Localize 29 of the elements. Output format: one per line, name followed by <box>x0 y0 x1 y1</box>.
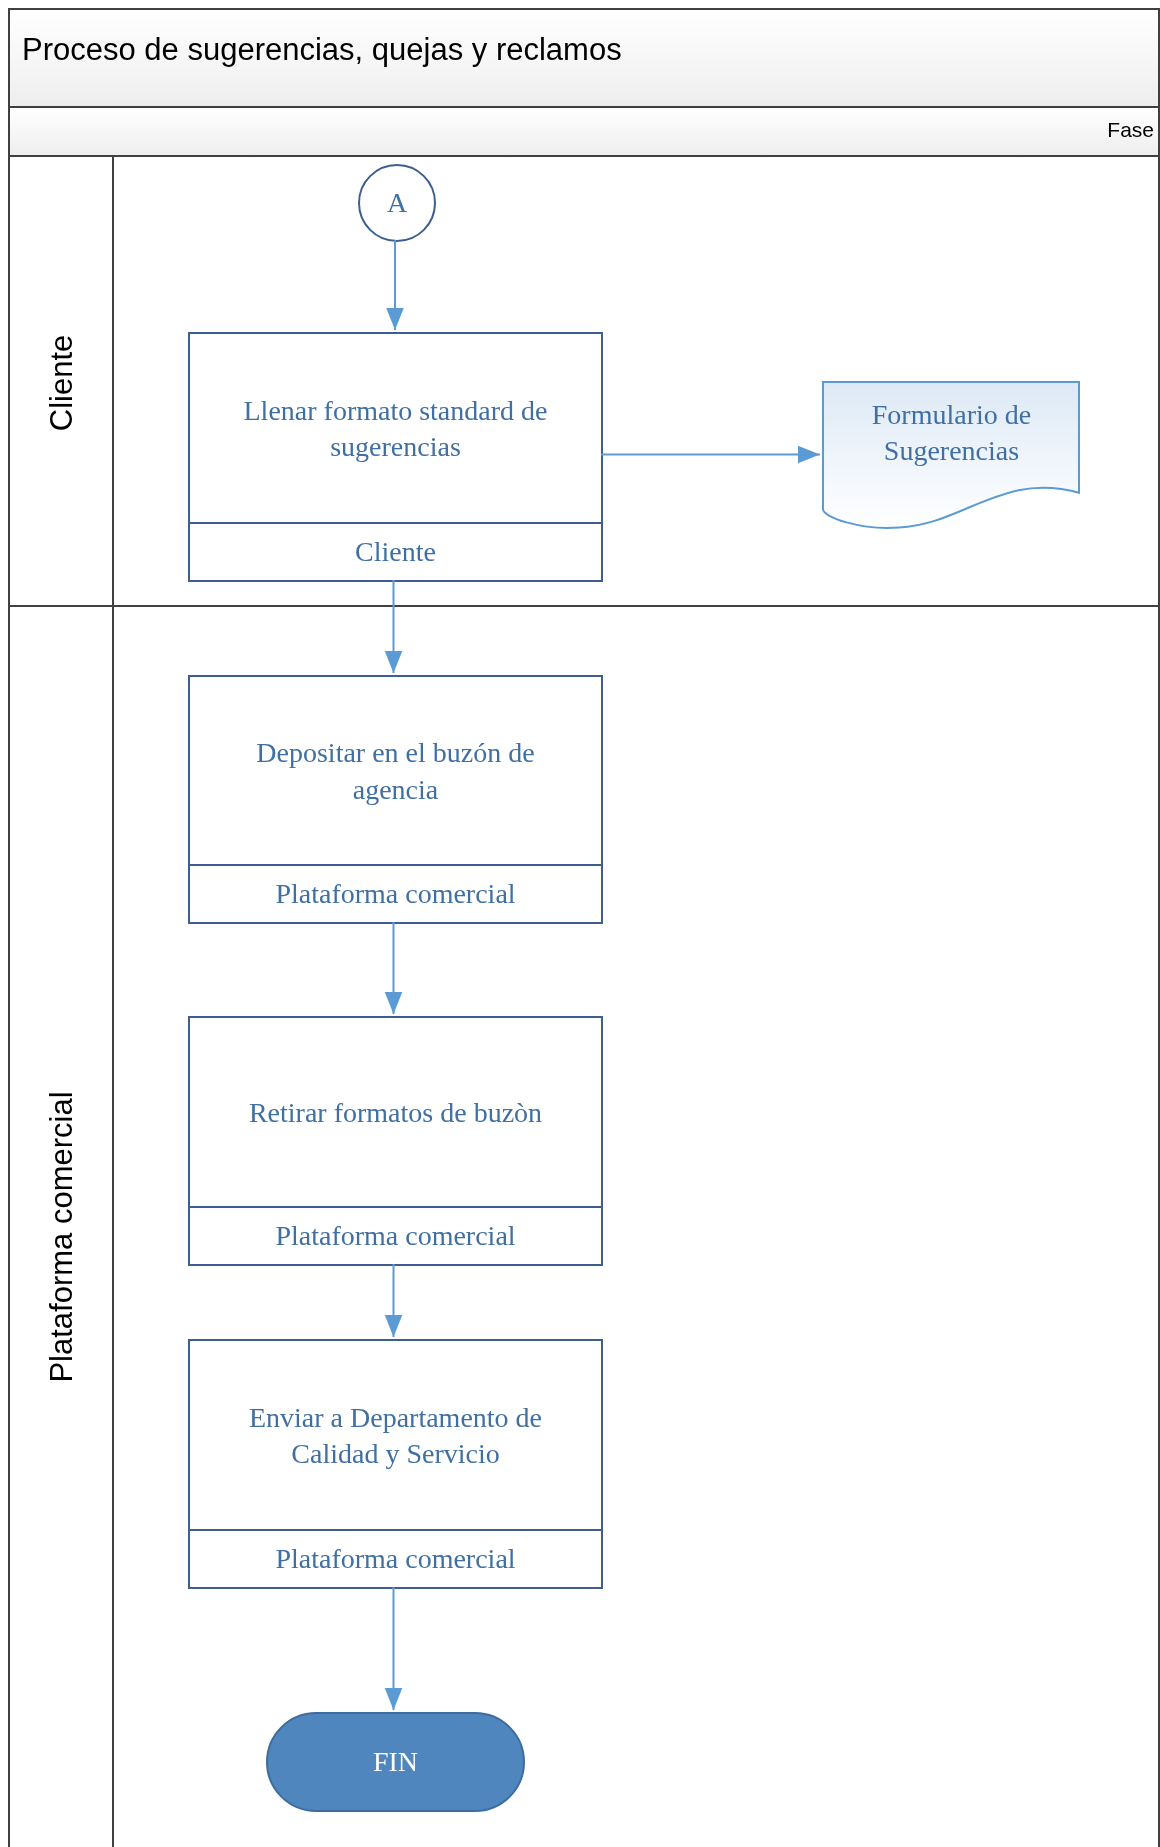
connector-label: A <box>386 187 408 219</box>
process-text: Enviar a Departamento de Calidad y Servicio <box>247 1400 544 1471</box>
process-box <box>188 675 603 924</box>
arrow <box>384 579 403 674</box>
role-text: Plataforma comercial <box>190 1206 601 1264</box>
role-text: Cliente <box>190 522 601 580</box>
process-text: Retirar formatos de buzòn <box>247 1095 544 1130</box>
arrow <box>384 1586 403 1711</box>
process-box <box>188 1339 603 1589</box>
arrow <box>384 921 403 1015</box>
lane-title: Cliente <box>44 334 80 432</box>
role-text: Plataforma comercial <box>190 864 601 922</box>
swimlane <box>8 155 1160 607</box>
document-text: Formulario de Sugerencias <box>870 398 1033 469</box>
process-box <box>188 332 603 582</box>
document-shape <box>822 381 1081 532</box>
phase-label: Fase <box>1107 118 1154 142</box>
process-text: Depositar en el buzón de agencia <box>255 736 536 807</box>
arrow <box>384 1263 403 1338</box>
process-text: Llenar formato standard de sugerencias <box>242 393 549 464</box>
arrow <box>386 239 404 331</box>
lane-title: Plataforma comercial <box>44 1091 80 1383</box>
diagram-title: Proceso de sugerencias, quejas y reclamos <box>22 32 622 68</box>
swimlane <box>8 605 1160 1847</box>
terminator-text: FIN <box>372 1746 419 1778</box>
process-box <box>188 1016 603 1266</box>
connector-circle <box>358 164 436 242</box>
arrow <box>600 445 821 464</box>
role-text: Plataforma comercial <box>190 1529 601 1587</box>
